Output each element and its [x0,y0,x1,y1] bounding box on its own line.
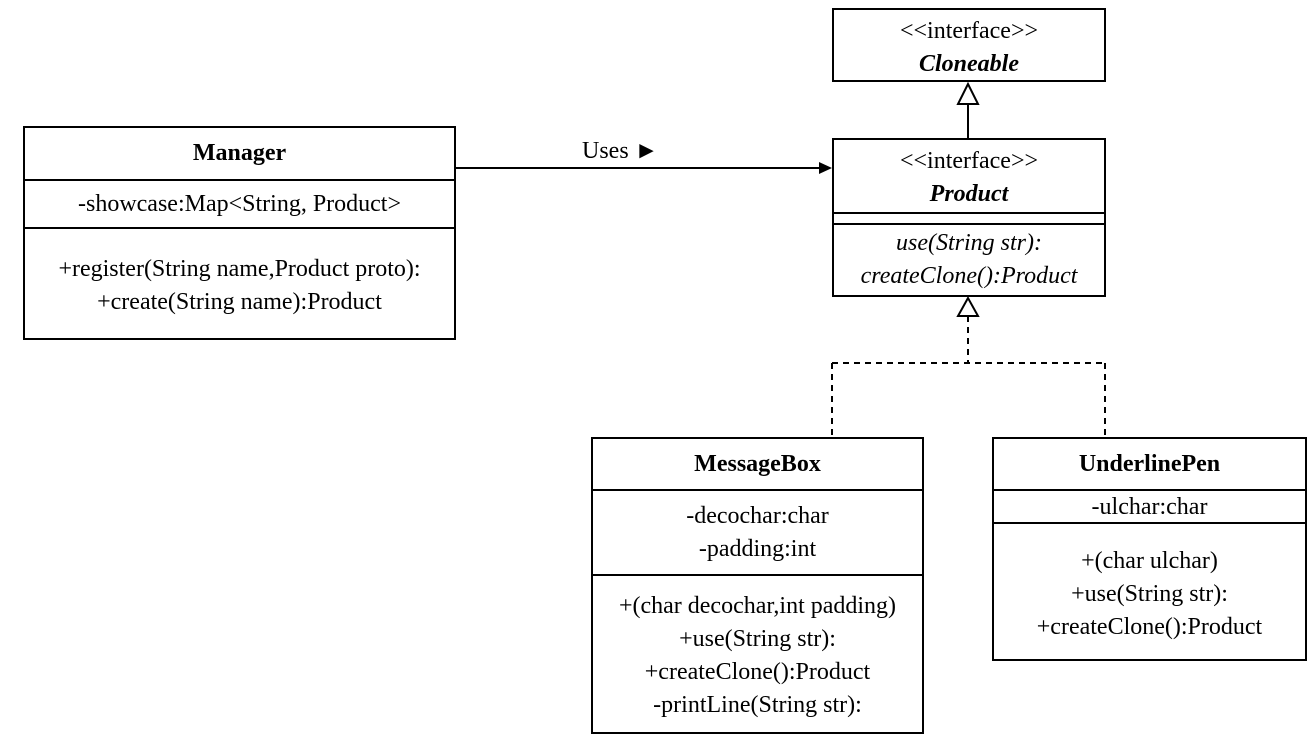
manager-method: +create(String name):Product [97,289,382,315]
messagebox-method: +createClone():Product [644,659,871,685]
underlinepen-method: +createClone():Product [1036,614,1263,640]
messagebox-method: -printLine(String str): [653,692,862,718]
messagebox-attribute: -padding:int [698,536,817,562]
underlinepen-method: +use(String str): [1071,581,1228,607]
underlinepen-attribute: -ulchar:char [1091,494,1208,520]
manager-attribute: -showcase:Map<String, Product> [77,191,402,217]
manager-name: Manager [192,140,287,166]
messagebox-methods: +(char decochar,int padding) +use(String… [593,574,922,722]
product-method: use(String str): [896,230,1042,256]
messagebox-name: MessageBox [694,451,821,477]
class-underlinepen: UnderlinePen -ulchar:char +(char ulchar)… [992,437,1307,661]
cloneable-name: Cloneable [919,51,1019,77]
product-methods: use(String str): createClone():Product [834,223,1104,293]
manager-method: +register(String name,Product proto): [58,256,421,282]
underlinepen-attributes: -ulchar:char [994,489,1305,522]
uses-arrowhead [819,162,832,174]
manager-methods: +register(String name,Product proto): +c… [25,227,454,319]
messagebox-attributes: -decochar:char -padding:int [593,489,922,574]
uses-label: Uses ► [582,138,659,164]
manager-attributes: -showcase:Map<String, Product> [25,179,454,227]
underlinepen-method: +(char ulchar) [1081,548,1218,574]
messagebox-method: +(char decochar,int padding) [618,593,897,619]
messagebox-method: +use(String str): [679,626,836,652]
underlinepen-name: UnderlinePen [1078,451,1221,477]
class-manager: Manager -showcase:Map<String, Product> +… [23,126,456,340]
messagebox-attribute: -decochar:char [686,503,829,529]
product-realization-triangle [956,295,980,317]
product-method: createClone():Product [860,263,1078,289]
class-cloneable: <<interface>> Cloneable [832,8,1106,82]
cloneable-hollow-triangle [956,81,980,105]
cloneable-stereotype: <<interface>> [899,18,1039,44]
product-attributes [834,212,1104,223]
class-messagebox: MessageBox -decochar:char -padding:int +… [591,437,924,734]
underlinepen-methods: +(char ulchar) +use(String str): +create… [994,522,1305,644]
product-header: <<interface>> Product [834,140,1104,212]
class-product: <<interface>> Product use(String str): c… [832,138,1106,297]
product-stereotype: <<interface>> [899,148,1039,174]
product-name: Product [929,181,1009,207]
